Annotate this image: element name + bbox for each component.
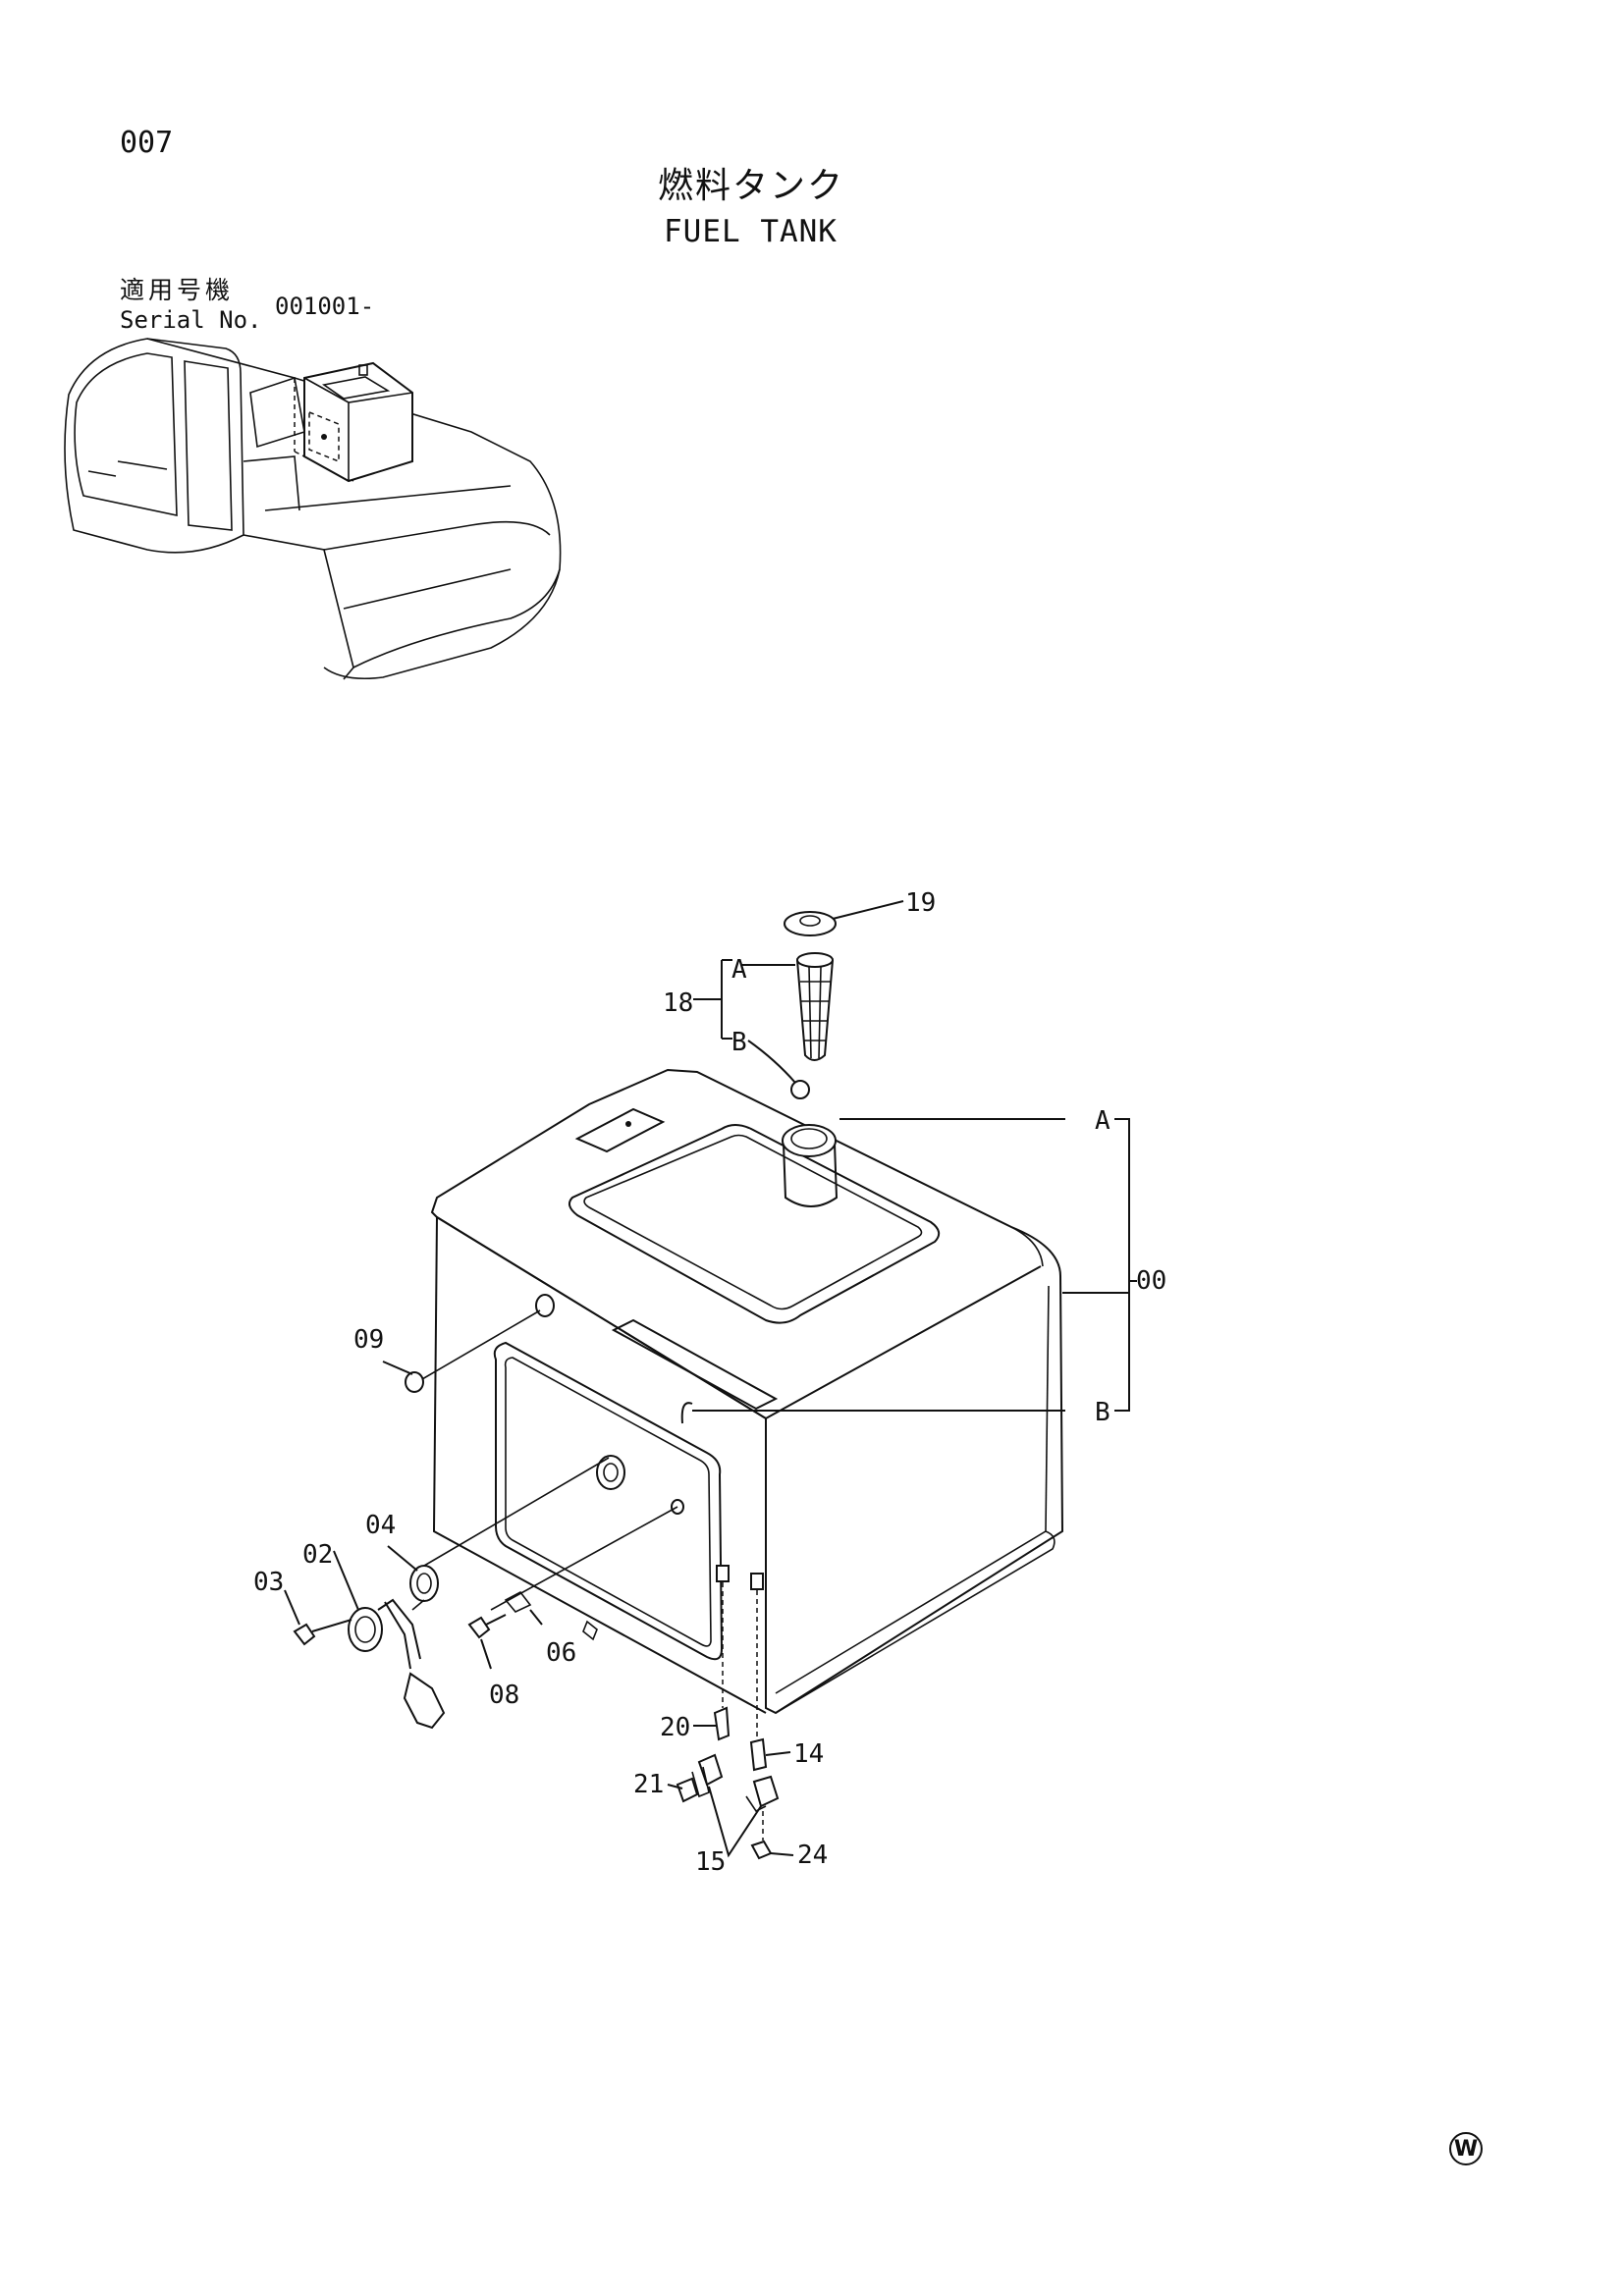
- callout-14: 14: [793, 1739, 824, 1769]
- callout-15: 15: [695, 1847, 726, 1877]
- callout-labels: 19 A 18 B A 00 B 09 04 02 03 06 08 20 14…: [253, 888, 1166, 1877]
- callout-21: 21: [633, 1770, 664, 1799]
- fuel-tank-body: [430, 1068, 1129, 1737]
- callout-09: 09: [353, 1325, 384, 1355]
- callout-04: 04: [365, 1511, 396, 1540]
- callout-18: 18: [663, 988, 693, 1018]
- page-number: 007: [120, 126, 174, 160]
- publisher-stamp: W: [1449, 2132, 1483, 2165]
- leader-lines: [284, 900, 1137, 1856]
- callout-a-tank: A: [1095, 1106, 1110, 1136]
- callout-06: 06: [546, 1638, 576, 1668]
- callout-b-strainer: B: [731, 1028, 747, 1057]
- serial-label-english: Serial No.: [120, 306, 262, 334]
- callout-a-strainer: A: [731, 955, 747, 985]
- serial-label-japanese: 適用号機: [120, 276, 235, 304]
- callout-b-tank: B: [1095, 1398, 1110, 1427]
- callout-20: 20: [660, 1713, 690, 1742]
- callout-24: 24: [797, 1841, 828, 1870]
- callout-02: 02: [302, 1540, 333, 1570]
- callout-03: 03: [253, 1568, 284, 1597]
- drain-fittings: [676, 1706, 780, 1860]
- title-japanese: 燃料タンク: [658, 166, 845, 206]
- title-english: FUEL TANK: [664, 214, 838, 249]
- gauge-and-fasteners: [293, 1309, 678, 1730]
- strainer-assembly: [784, 911, 837, 1099]
- callout-19: 19: [905, 888, 936, 918]
- callout-08: 08: [489, 1681, 519, 1710]
- excavator-locator-sketch: [64, 338, 562, 680]
- callout-00: 00: [1136, 1266, 1166, 1296]
- serial-number-value: 001001-: [275, 293, 375, 320]
